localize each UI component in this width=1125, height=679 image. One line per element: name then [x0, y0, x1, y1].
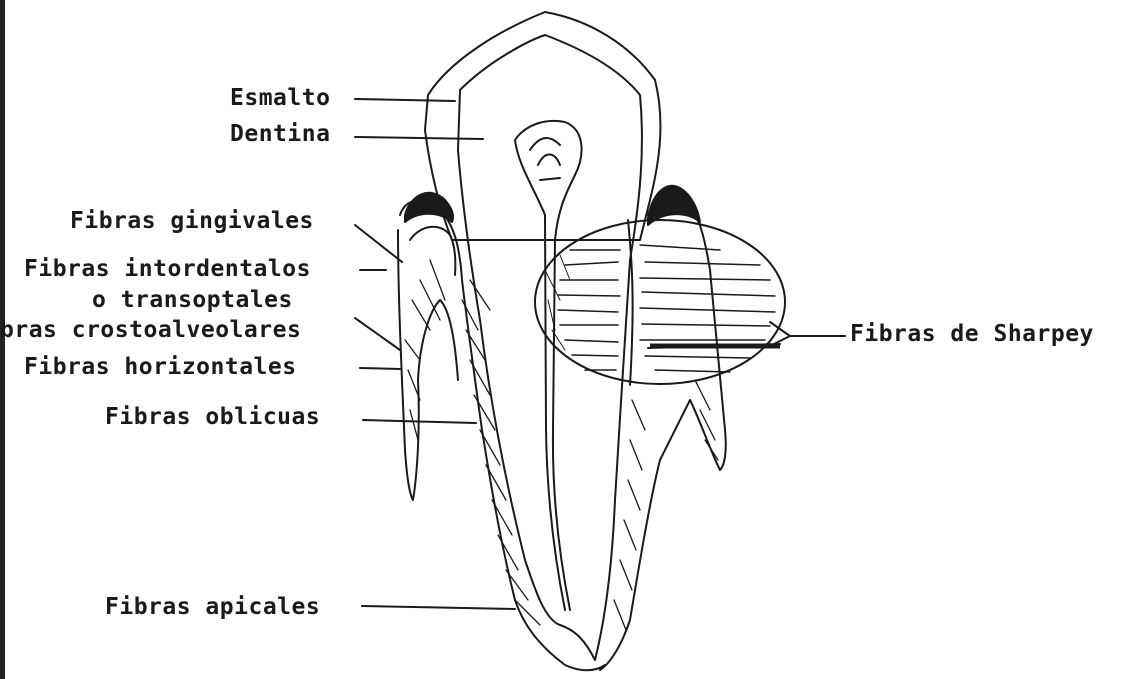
circle-right-fibers — [640, 245, 775, 372]
leader-esmalte — [355, 99, 455, 101]
right-pdl-fibers — [614, 380, 718, 630]
leader-gingivales — [355, 225, 402, 262]
leader-crestoalveolares — [355, 318, 400, 350]
label-fibras-crestoalveolares: bras crostoalveolares — [0, 317, 301, 343]
label-fibras-oblicuas: Fibras oblicuas — [105, 404, 320, 430]
left-alveolar-bone — [400, 201, 605, 670]
label-fibras-horizontales: Fibras horizontales — [24, 354, 297, 380]
circle-left-fibers — [558, 250, 620, 370]
label-fibras-gingivales: Fibras gingivales — [70, 208, 314, 234]
leader-apicales — [362, 606, 515, 609]
left-septum — [398, 230, 458, 500]
left-gingival-cap — [405, 193, 453, 222]
pulp-horns — [530, 138, 560, 180]
label-fibras-apicales: Fibras apicales — [105, 594, 320, 620]
label-transeptales: o transoptales — [92, 287, 293, 313]
enamel-outline — [425, 12, 660, 240]
leader-horizontales — [360, 368, 400, 369]
label-esmalte: Esmalto — [230, 85, 330, 111]
circle-left-texture — [545, 255, 570, 350]
left-pdl-fibers — [405, 260, 540, 625]
label-dentina: Dentina — [230, 121, 330, 147]
label-fibras-interdentales: Fibras intordentalos — [24, 256, 311, 282]
dentin-outline — [458, 35, 642, 660]
pulp-chamber — [515, 121, 582, 610]
label-fibras-sharpey: Fibras de Sharpey — [850, 321, 1094, 347]
leader-dentina — [355, 137, 483, 139]
sharpey-magnified-circle — [535, 220, 785, 384]
